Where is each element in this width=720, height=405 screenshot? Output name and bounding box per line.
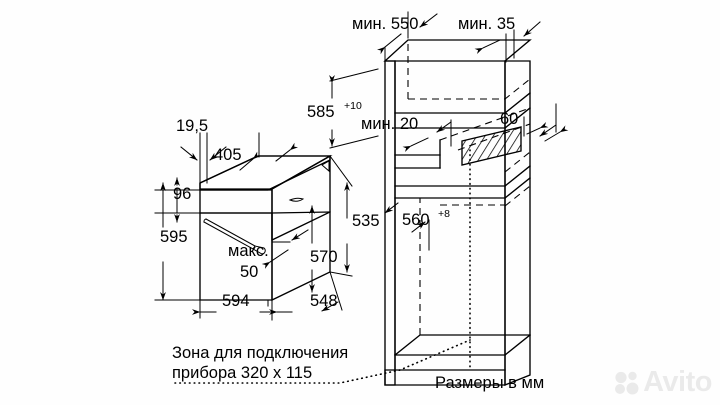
dim-594-label: 594 (222, 292, 250, 310)
svg-text:+8: +8 (438, 208, 450, 220)
max-gap-label-line2: 50 (240, 263, 258, 281)
dim-min-550-label: мин. 550 (352, 15, 418, 33)
dim-570-label: 570 (310, 248, 338, 266)
dim-min-35-label: мин. 35 (458, 15, 515, 33)
dim-405-label: 405 (214, 146, 242, 164)
svg-text:560: 560 (402, 211, 430, 229)
max-gap-label-line1: макс. (228, 242, 269, 260)
dim-60-label: 60 (500, 110, 518, 128)
dim-min-20-label: мин. 20 (361, 115, 418, 133)
dim-19-5-label: 19,5 (176, 117, 208, 135)
dim-535-label: 535 (352, 212, 380, 230)
oven-dimension-lines (154, 132, 353, 321)
svg-text:+10: +10 (344, 100, 362, 112)
connection-zone-leader (174, 339, 471, 384)
dim-560-plus8-label: 560 +8 (402, 208, 450, 229)
units-caption: Размеры в мм (435, 374, 544, 392)
dim-96-label: 96 (173, 185, 191, 203)
connection-zone-caption-line2: прибора 320 x 115 (172, 364, 312, 382)
cabinet-dimension-lines (329, 11, 569, 251)
dim-548-label: 548 (310, 292, 338, 310)
connection-zone-caption-line1: Зона для подключения (172, 344, 348, 362)
cabinet-niche-drawing (383, 39, 532, 386)
dim-595-label: 595 (160, 228, 188, 246)
dim-585-plus10-label: 585 +10 (307, 100, 362, 121)
svg-text:585: 585 (307, 103, 335, 121)
oven-appliance-drawing (199, 154, 333, 307)
